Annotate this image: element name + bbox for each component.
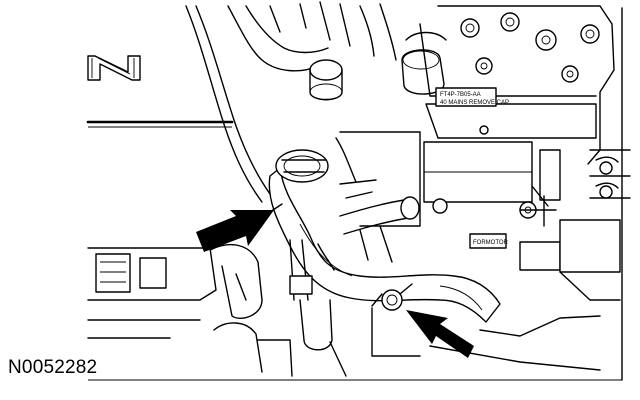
body-panel [185,5,271,203]
part-label-line1: FT4P-7B05-AA [440,92,481,98]
callout-arrow-lower-right [406,310,474,358]
hose-bolt [371,283,421,357]
part-label-line2: 40 MAINS REMOVE CAP [440,100,509,106]
figure-reference-number: N0052282 [8,357,98,378]
orientation-n-glyph [87,55,141,81]
frame-edge [88,7,623,381]
upper-hoses [227,1,447,101]
valve-body: FORMOTOR [335,131,621,301]
transmission-housing: FT4P-7B05-AA 40 MAINS REMOVE CAP [419,5,631,207]
lower-left-components [87,239,601,377]
component-tag: FORMOTOR [473,240,509,246]
coolant-hose [268,149,501,323]
reference-rail [86,120,234,128]
callout-arrow-upper-left [196,203,283,252]
